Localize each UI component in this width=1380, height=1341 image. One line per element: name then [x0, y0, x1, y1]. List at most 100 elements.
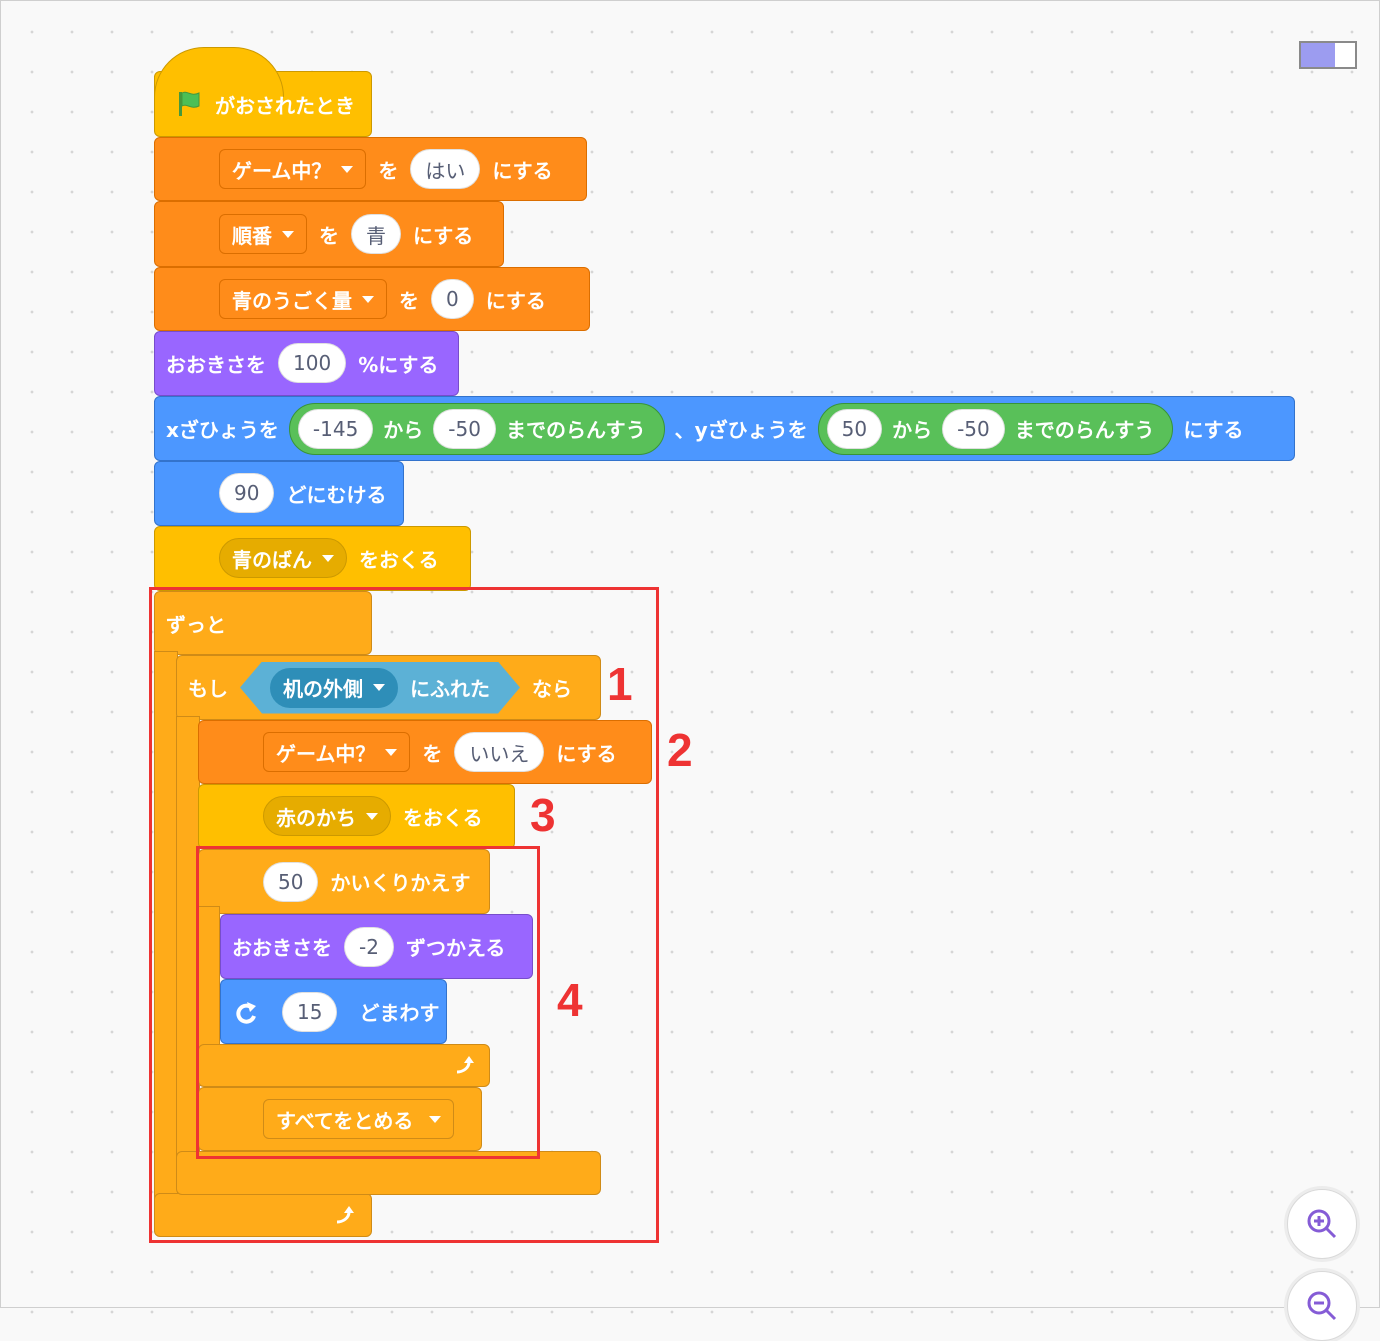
change-size-row: おおきさを -2 ずつかえる: [220, 914, 517, 979]
chevron-down-icon: [366, 812, 378, 820]
if-row: もし 机の外側 にふれた なら: [176, 655, 584, 720]
zoom-out-button[interactable]: [1287, 1271, 1357, 1341]
repeat-count-input[interactable]: 50: [263, 861, 319, 902]
toggle-active-part: [1301, 43, 1335, 67]
annotation-number-4: 4: [557, 974, 583, 1026]
repeat-row: 50 かいくりかえす: [263, 849, 470, 914]
forever-row: ずっと: [154, 591, 238, 655]
loop-arrow-icon: [456, 1056, 474, 1074]
label-suffix: をおくる: [403, 805, 483, 830]
size-input[interactable]: 100: [278, 343, 347, 383]
sprite-dropdown[interactable]: 机の外側: [270, 668, 398, 708]
variable-dropdown[interactable]: ゲーム中？: [263, 732, 411, 772]
variable-name: 青のうごく量: [232, 288, 352, 313]
label-random: までのらんすう: [505, 418, 646, 442]
turn-degrees-input[interactable]: 15: [282, 991, 338, 1032]
random-to-input[interactable]: -50: [433, 408, 496, 449]
label-suffix: にする: [485, 288, 546, 313]
sprite-name: 机の外側: [283, 677, 363, 701]
variable-name: ゲーム中？: [232, 158, 332, 183]
point-direction-block[interactable]: [154, 461, 404, 526]
label-kara: から: [383, 418, 424, 442]
zoom-in-button[interactable]: [1287, 1189, 1357, 1259]
chevron-down-icon: [362, 295, 374, 303]
stop-option-label: すべてをとめる: [276, 1108, 414, 1133]
value-input[interactable]: はい: [410, 149, 481, 189]
label-suffix: %にする: [358, 352, 439, 377]
set1-row: ゲーム中？ を はい にする: [219, 137, 553, 201]
annotation-box-inner: [196, 846, 540, 1159]
forever-block[interactable]: [154, 591, 372, 655]
label-prefix: おおきさを: [166, 352, 266, 377]
label-y-prefix: 、yざひょうを: [674, 418, 808, 442]
label-then: なら: [532, 677, 572, 701]
message-name: 青のばん: [232, 547, 312, 572]
random-from-input[interactable]: 50: [826, 408, 883, 449]
hat-row: がおされたとき: [161, 71, 367, 137]
chevron-down-icon: [429, 1115, 442, 1123]
zoom-in-icon: [1307, 1209, 1337, 1239]
stop-row: すべてをとめる: [263, 1087, 455, 1151]
size-row: おおきさを 100 %にする: [154, 331, 450, 395]
hat-label: がおされたとき: [215, 93, 355, 118]
stage-size-toggle[interactable]: [1299, 41, 1357, 69]
set2-row: 順番 を 青 にする: [219, 202, 473, 266]
variable-dropdown[interactable]: 青のうごく量: [219, 279, 387, 319]
label-random: までのらんすう: [1014, 418, 1155, 442]
set3-row: 青のうごく量 を 0 にする: [219, 267, 546, 331]
random-from-input[interactable]: -145: [297, 408, 374, 449]
label-suffix: にする: [413, 223, 474, 248]
variable-dropdown[interactable]: ゲーム中？: [219, 149, 367, 189]
label-wo: を: [422, 741, 443, 766]
hat-cap: [154, 47, 284, 97]
label-kara: から: [892, 418, 933, 442]
chevron-down-icon: [322, 554, 334, 562]
chevron-down-icon: [385, 748, 398, 756]
random-to-input[interactable]: -50: [942, 408, 1005, 449]
label-suffix: をおくる: [359, 547, 439, 572]
annotation-number-3: 3: [530, 789, 556, 841]
broadcast1-row: 青のばん をおくる: [219, 526, 439, 590]
message-dropdown[interactable]: 青のばん: [219, 538, 347, 578]
turn-row: 15 どまわす: [220, 979, 451, 1044]
label-wo: を: [378, 158, 399, 183]
random-y-reporter[interactable]: 50 から -50 までのらんすう: [817, 402, 1174, 455]
change-size-input[interactable]: -2: [344, 926, 394, 967]
goto-row: xざひょうを -145 から -50 までのらんすう 、yざひょうを 50 から…: [154, 396, 1256, 461]
value-input[interactable]: 青: [351, 214, 401, 254]
variable-dropdown[interactable]: 順番: [219, 214, 307, 254]
annotation-number-1: 1: [607, 658, 633, 710]
chevron-down-icon: [373, 684, 385, 691]
turn-right-icon: [236, 1001, 256, 1024]
label-suffix: にする: [1183, 418, 1244, 442]
value-input[interactable]: 0: [431, 279, 474, 319]
forever-bottom: [154, 1193, 372, 1237]
label-suffix: にする: [492, 158, 553, 183]
green-flag-icon: [179, 91, 200, 116]
annotation-number-2: 2: [667, 724, 693, 776]
message-dropdown[interactable]: 赤のかち: [263, 796, 391, 836]
stop-option-dropdown[interactable]: すべてをとめる: [263, 1099, 455, 1139]
set-variable-block[interactable]: [154, 201, 504, 267]
variable-name: ゲーム中？: [276, 741, 376, 766]
label-touching: にふれた: [410, 677, 490, 701]
random-x-reporter[interactable]: -145 から -50 までのらんすう: [288, 402, 665, 455]
variable-name: 順番: [232, 223, 272, 248]
dir-row: 90 どにむける: [219, 461, 386, 525]
annotation-box-outer: [149, 587, 659, 1243]
loop-arrow-icon: [336, 1206, 354, 1224]
value-input[interactable]: いいえ: [454, 732, 545, 772]
direction-input[interactable]: 90: [219, 473, 275, 513]
label-prefix: おおきさを: [232, 936, 332, 960]
label-suffix: ずつかえる: [405, 936, 506, 960]
repeat-bottom: [198, 1044, 490, 1087]
label-suffix: どにむける: [286, 482, 387, 507]
label-x-prefix: xざひょうを: [166, 418, 279, 442]
broadcast2-row: 赤のかち をおくる: [263, 784, 483, 848]
label-wo: を: [319, 223, 339, 248]
touching-sensing-block[interactable]: 机の外側 にふれた: [240, 662, 520, 714]
label-suffix: どまわす: [359, 1001, 440, 1025]
repeat-block[interactable]: [198, 849, 490, 914]
message-name: 赤のかち: [276, 805, 356, 830]
label-if: もし: [188, 677, 228, 701]
